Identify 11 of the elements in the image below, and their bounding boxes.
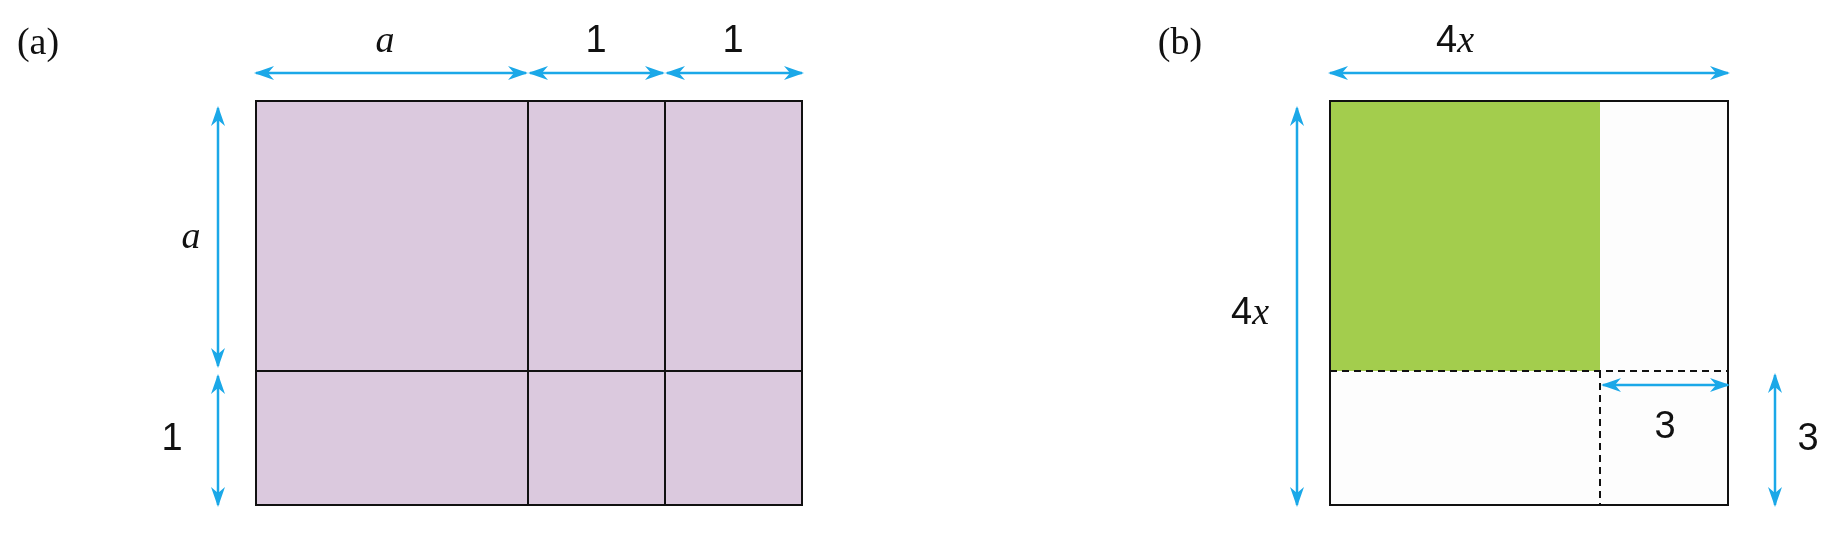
dimension-label: 1 [585,20,607,58]
dimension-label: a [181,216,201,254]
panel-label: (b) [1157,22,1203,60]
dimension-label: a [375,20,395,58]
dimension-label: 4x [1231,292,1269,330]
dimension-label: 3 [1654,406,1676,444]
dimension-label: 3 [1797,418,1819,456]
dimension-label: 4x [1436,20,1474,58]
dimension-label: 1 [161,418,183,456]
dimension-label: 1 [722,20,744,58]
panel-label: (a) [16,22,60,60]
